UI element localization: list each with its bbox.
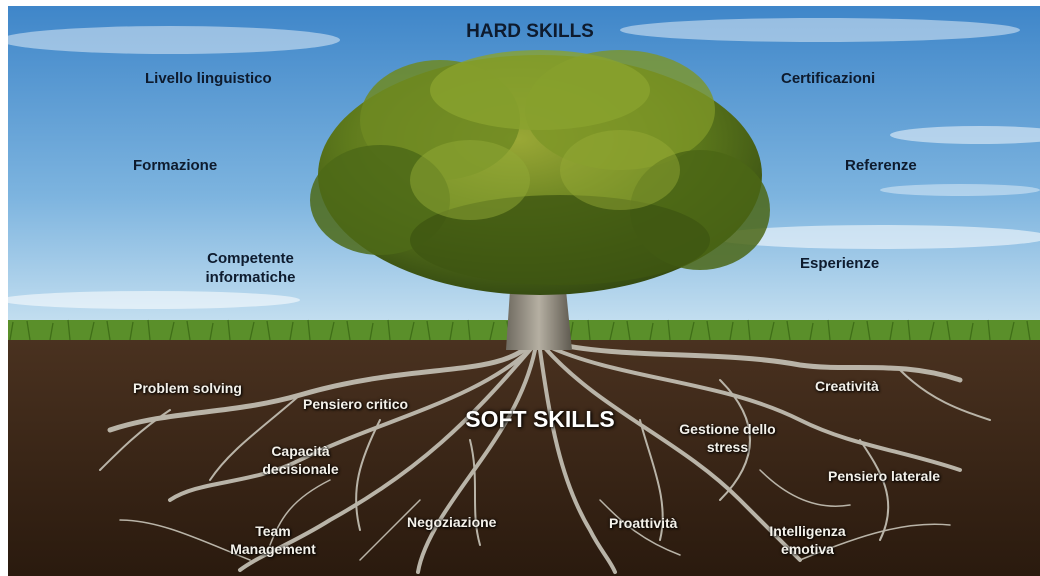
label-proattivita: Proattività — [609, 515, 678, 531]
label-competente-informatiche-line1: Competente — [207, 250, 294, 267]
label-team-management-line2: Management — [230, 540, 316, 557]
label-competente-informatiche-line2: informatiche — [205, 268, 296, 286]
label-creativita: Creatività — [815, 378, 879, 394]
label-competente-informatiche: Competente informatiche — [188, 250, 313, 288]
roots — [99, 337, 991, 574]
label-esperienze: Esperienze — [800, 255, 880, 272]
label-capacita-decisionale-line2: decisionale — [262, 460, 339, 477]
label-referenze: Referenze — [845, 157, 917, 174]
soil — [8, 336, 1040, 576]
label-pensiero-laterale: Pensiero laterale — [828, 468, 941, 484]
clouds — [0, 18, 1040, 309]
label-intelligenza-emotiva-line2: emotiva — [781, 540, 834, 557]
label-gestione-stress-line1: Gestione dello — [679, 421, 776, 437]
label-team-management-line1: Team — [255, 523, 291, 539]
foliage — [310, 50, 770, 295]
soft-skills-title: SOFT SKILLS — [465, 406, 615, 432]
label-gestione-stress: Gestione dello stress — [660, 421, 795, 456]
label-formazione: Formazione — [133, 157, 218, 174]
hard-skills-title: HARD SKILLS — [466, 21, 594, 42]
grass-blades — [9, 319, 1031, 341]
label-problem-solving: Problem solving — [133, 380, 242, 396]
label-capacita-decisionale-line1: Capacità — [271, 443, 330, 459]
label-capacita-decisionale: Capacità decisionale — [243, 443, 358, 478]
label-livello-linguistico: Livello linguistico — [145, 70, 272, 87]
label-gestione-stress-line2: stress — [706, 438, 749, 455]
label-certificazioni: Certificazioni — [781, 70, 876, 87]
label-team-management: Team Management — [213, 523, 333, 558]
label-negoziazione: Negoziazione — [407, 514, 497, 530]
label-intelligenza-emotiva-line1: Intelligenza — [769, 523, 846, 539]
label-pensiero-critico: Pensiero critico — [303, 396, 409, 412]
label-intelligenza-emotiva: Intelligenza emotiva — [750, 523, 865, 558]
